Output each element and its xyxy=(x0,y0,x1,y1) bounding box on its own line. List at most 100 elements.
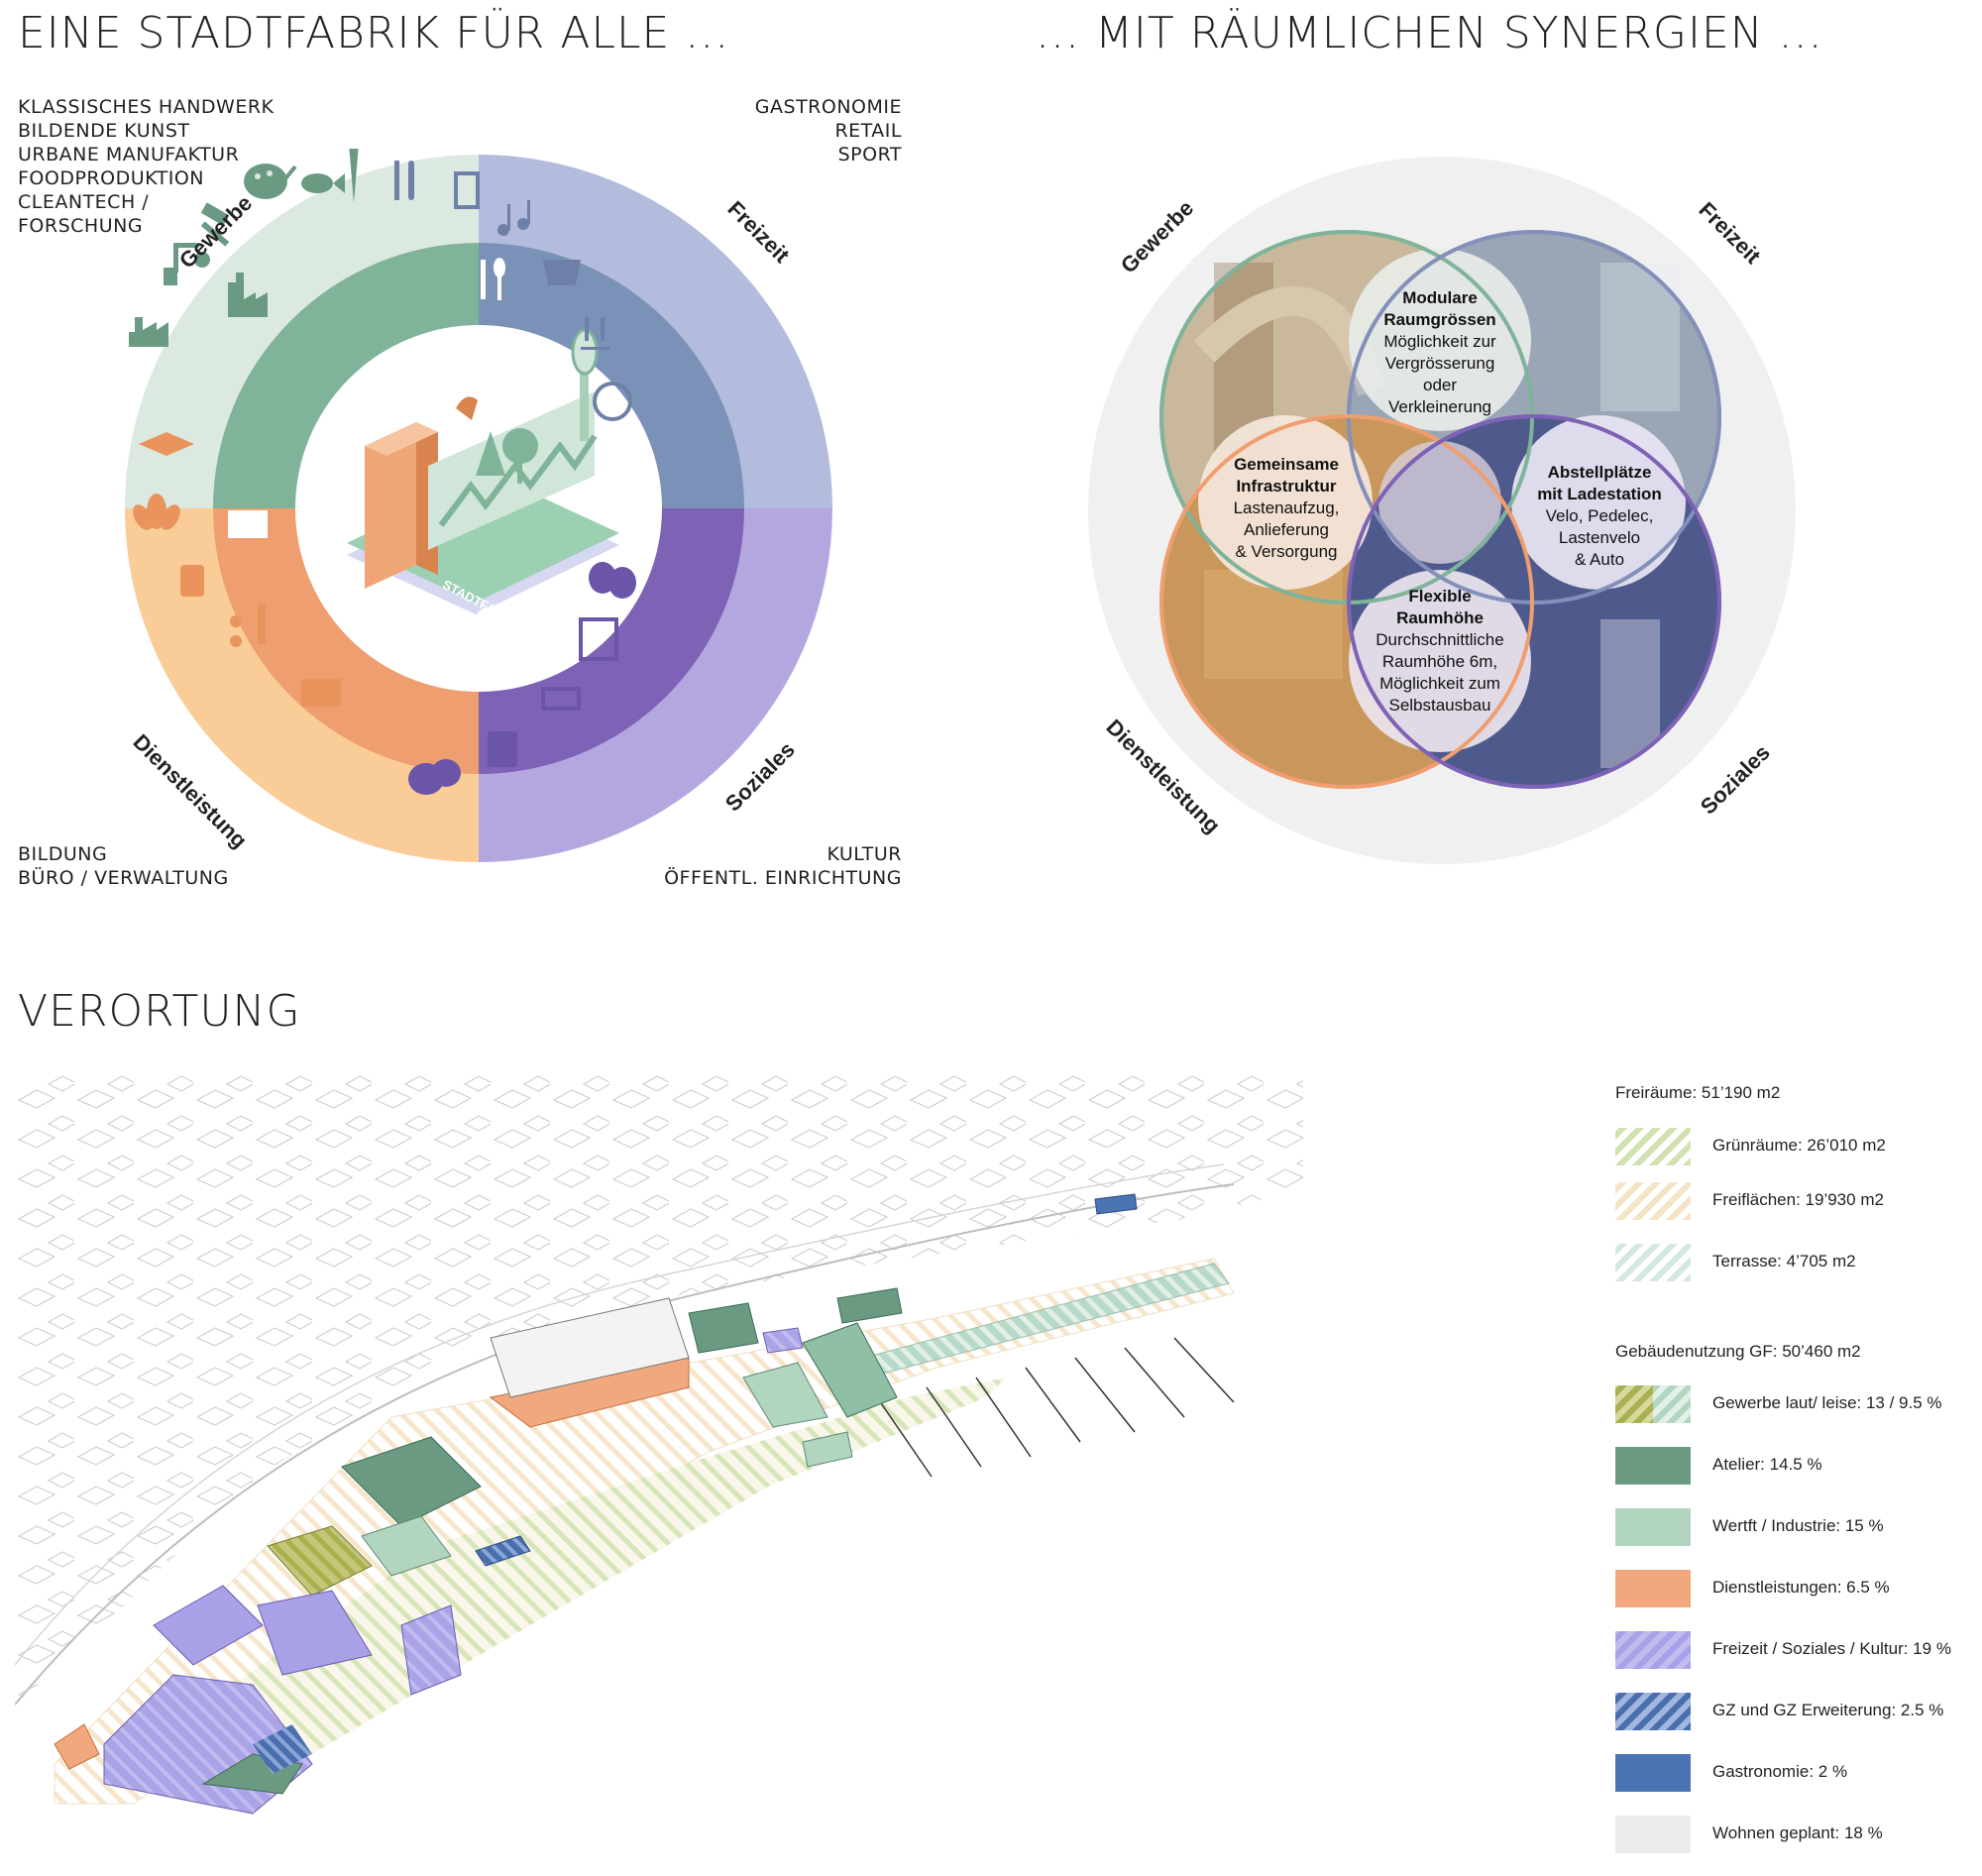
map-title: VERORTUNG xyxy=(18,986,301,1037)
overlap-infrastruktur xyxy=(1198,415,1373,590)
overlap-body: Vergrösserung xyxy=(1385,354,1495,373)
overlap-heading: Raumhöhe xyxy=(1396,608,1484,627)
building-freizeit xyxy=(400,1604,462,1696)
building-freizeit xyxy=(762,1327,804,1354)
building-werkstatt xyxy=(742,1362,828,1428)
fork-knife-icon xyxy=(394,161,414,200)
legend-label: Terrasse: 4’705 m2 xyxy=(1712,1252,1856,1270)
list-item: BILDUNG xyxy=(18,843,108,865)
ball-icon xyxy=(593,382,632,421)
list-item: GASTRONOMIE xyxy=(754,96,902,118)
overlap-body: Lastenvelo xyxy=(1559,528,1640,547)
building-gewerbe xyxy=(267,1525,373,1597)
overlap-heading: mit Ladestation xyxy=(1537,485,1662,503)
computer-icon xyxy=(228,510,268,538)
legend-gebaeude-title: Gebäudenutzung GF: 50’460 m2 xyxy=(1615,1342,1861,1361)
legend-freiraeume-title: Freiräume: 51’190 m2 xyxy=(1615,1083,1781,1102)
legend-label: GZ und GZ Erweiterung: 2.5 % xyxy=(1712,1701,1944,1719)
overlap-raumhoehe xyxy=(1349,570,1531,752)
usage-wheel: STADTFABRIK Gewerbe xyxy=(125,149,832,862)
legend-label: Dienstleistungen: 6.5 % xyxy=(1712,1578,1890,1597)
theater-masks-icon xyxy=(475,607,522,641)
overlap-body: Raumhöhe 6m, xyxy=(1382,652,1497,671)
list-item: ÖFFENTL. EINRICHTUNG xyxy=(664,867,902,889)
overlap-abstell xyxy=(1511,415,1686,590)
synergy-venn: Modulare Raumgrössen Möglichkeit zur Ver… xyxy=(1088,157,1796,864)
overlap-heading: Infrastruktur xyxy=(1236,477,1336,496)
building-gz xyxy=(253,1724,312,1774)
stadtfabrik-illustration: STADTFABRIK xyxy=(347,328,619,632)
overlap-body: Möglichkeit zum xyxy=(1379,674,1500,693)
legend-swatch xyxy=(1615,1128,1691,1165)
overlap-heading: Raumgrössen xyxy=(1383,310,1495,329)
building-freizeit xyxy=(153,1585,264,1666)
overlap-body: Velo, Pedelec, xyxy=(1546,506,1654,525)
freizeit-icons xyxy=(394,161,632,421)
building-werkstatt xyxy=(802,1431,853,1468)
building-atelier xyxy=(341,1436,482,1527)
legend-label: Freiflächen: 19’930 m2 xyxy=(1712,1190,1884,1209)
pharmacy-icon xyxy=(180,565,204,597)
drink-icon xyxy=(454,171,480,209)
chat-bubbles-icon xyxy=(408,759,461,795)
computer-icon xyxy=(301,679,341,707)
hammer-icon xyxy=(200,202,230,247)
gallery-icon xyxy=(579,617,618,661)
graduation-cap-icon xyxy=(139,432,194,456)
building-freizeit xyxy=(257,1590,373,1676)
museum-barrier-icon xyxy=(541,687,581,711)
piers xyxy=(876,1337,1235,1478)
fish-icon xyxy=(301,173,345,193)
lotus-icon xyxy=(133,494,180,530)
overlap-body: oder xyxy=(1423,376,1457,394)
robot-arm-icon xyxy=(164,243,210,285)
carrot-icon xyxy=(349,149,359,203)
overlap-heading: Modulare xyxy=(1402,288,1478,307)
building-dienstleistung xyxy=(54,1723,100,1770)
building-gz xyxy=(475,1535,531,1567)
building-wohnen xyxy=(490,1297,690,1398)
list-item: FOODPRODUKTION xyxy=(18,167,204,189)
legend-swatch xyxy=(1615,1182,1691,1220)
dienstleistung-icons xyxy=(133,432,341,707)
overlap-center xyxy=(1378,441,1501,564)
legend-swatch xyxy=(1615,1631,1691,1669)
overlap-body: Selbstausbau xyxy=(1388,696,1490,715)
legend-swatch xyxy=(1615,1447,1691,1485)
overlap-body: Lastenaufzug, xyxy=(1234,498,1340,517)
legend-swatch xyxy=(1615,1754,1691,1792)
scissors-comb-icon xyxy=(230,605,266,647)
legend-swatch xyxy=(1615,1693,1691,1730)
factory-icon xyxy=(129,317,168,347)
overlap-heading: Gemeinsame xyxy=(1234,455,1339,474)
dienstleistung-list: BILDUNG BÜRO / VERWALTUNG xyxy=(18,842,229,890)
soziales-label: Soziales xyxy=(1696,740,1775,820)
overlap-heading: Abstellplätze xyxy=(1548,463,1652,482)
wheel-title: EINE STADTFABRIK FÜR ALLE ... xyxy=(18,8,730,58)
terrasse-strip xyxy=(826,1263,1230,1386)
basket-icon xyxy=(543,260,581,285)
list-item: KULTUR xyxy=(826,843,902,865)
freizeit-label: Freizeit xyxy=(722,196,795,269)
overlap-body: Verkleinerung xyxy=(1388,397,1491,416)
site-axonometric-map xyxy=(15,1070,1303,1815)
overlap-body: & Versorgung xyxy=(1235,542,1337,561)
legend-label: Wohnen geplant: 18 % xyxy=(1712,1823,1883,1842)
factory-icon xyxy=(228,273,268,317)
list-item: KLASSISCHES HANDWERK xyxy=(18,96,275,118)
list-item: CLEANTECH / xyxy=(18,191,150,213)
gewerbe-list: KLASSISCHES HANDWERK BILDENDE KUNST URBA… xyxy=(18,95,275,238)
legend-label: Gewerbe laut/ leise: 13 / 9.5 % xyxy=(1712,1393,1942,1412)
list-item: FORSCHUNG xyxy=(18,215,144,237)
legend-swatch xyxy=(1615,1385,1691,1423)
list-item: SPORT xyxy=(837,144,902,166)
overlap-body: Anlieferung xyxy=(1244,520,1329,539)
overlap-body: & Auto xyxy=(1575,550,1624,569)
list-item: URBANE MANUFAKTUR xyxy=(18,144,240,166)
legend-label: Wertft / Industrie: 15 % xyxy=(1712,1516,1884,1535)
building-atelier xyxy=(688,1302,759,1354)
list-item: RETAIL xyxy=(834,120,902,142)
legend-swatch xyxy=(1615,1508,1691,1546)
legend-label: Atelier: 14.5 % xyxy=(1712,1455,1822,1474)
legend-label: Freizeit / Soziales / Kultur: 19 % xyxy=(1712,1639,1951,1658)
